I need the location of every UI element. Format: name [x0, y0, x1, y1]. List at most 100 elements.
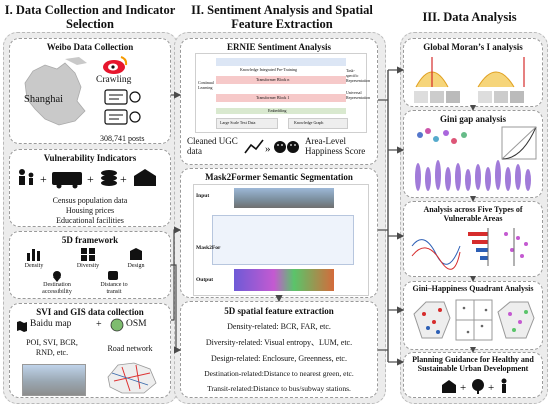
chart-to-emoji-icon: »	[244, 139, 299, 155]
fived-item-3: Destination accessibility	[42, 282, 72, 295]
text-data-box	[216, 118, 278, 129]
transformer-block-n	[216, 76, 346, 84]
planning-icons: + +	[442, 378, 507, 394]
universal-rep-label: Universal Representation	[346, 90, 370, 100]
svi-title: SVI and GIS data collection	[36, 307, 144, 317]
embedding-label: Embedding	[268, 108, 287, 113]
knowledge-graph-label: Knowledge Graph	[294, 120, 324, 125]
moran-box: Global Moran’s I analysis	[403, 38, 543, 107]
block-n-label: Transformer Block n	[256, 77, 290, 82]
street-view-image	[22, 364, 86, 396]
svg-text:+: +	[488, 382, 494, 394]
ernie-title: ERNIE Sentiment Analysis	[226, 42, 332, 52]
five-areas-box: Analysis across Five Types of Vulnerable…	[403, 201, 543, 277]
mask2former-box: Mask2Former Semantic Segmentation Input …	[180, 168, 378, 298]
moran-plots	[414, 57, 525, 103]
input-label: Input	[196, 193, 210, 199]
fived-item-1: Diversity	[76, 263, 100, 269]
fived-item-4: Distance to transit	[100, 282, 128, 295]
spatial-item-0: Density-related: BCR, FAR, etc.	[227, 322, 331, 331]
moran-title: Global Moran’s I analysis	[423, 42, 523, 52]
continual-learning-label: Continual Learning	[198, 80, 214, 90]
task-rep-label: Task-specific Representation	[346, 68, 370, 83]
fived-box: 5D framework Density Diversity Design De…	[9, 231, 171, 299]
spatial-item-4: Transit-related:Distance to bus/subway s…	[207, 384, 351, 393]
spatial-item-1: Diversity-related: Visual entropy、LUM, e…	[205, 338, 353, 347]
output-segmented-image	[234, 269, 334, 291]
svg-text:+: +	[120, 172, 127, 186]
text-data-label: Large Scale Text Data	[220, 120, 256, 125]
map-icon	[17, 321, 27, 332]
baidu-label: Baidu map	[30, 319, 72, 329]
destination-icon	[53, 271, 61, 282]
cleaned-ugc-label: Cleaned UGC data	[187, 136, 238, 156]
diversity-icon	[81, 248, 95, 261]
posts-icon	[104, 89, 141, 125]
spatial-item-3: Destination-related:Distance to nearest …	[204, 369, 354, 378]
spatial-title: 5D spatial feature extraction	[224, 306, 334, 316]
vulner-item-1: Housing prices	[65, 206, 115, 215]
transit-icon	[108, 271, 118, 280]
ernie-architecture: Continual Learning Task-specific Represe…	[195, 53, 370, 133]
shanghai-map	[24, 57, 87, 126]
plus-sign: +	[96, 319, 102, 330]
design-icon	[130, 248, 142, 260]
gini-title: Gini gap analysis	[439, 114, 507, 124]
vulner-item-0: Census population data	[52, 196, 128, 205]
mask2former-title: Mask2Former Semantic Segmentation	[205, 172, 353, 182]
weibo-logo-icon	[103, 56, 128, 74]
gini-plots	[415, 126, 537, 191]
road-network-map	[107, 362, 157, 394]
osm-label: OSM	[126, 319, 147, 329]
ernie-box: ERNIE Sentiment Analysis Continual Learn…	[180, 38, 378, 165]
osm-icon	[110, 318, 124, 332]
transformer-block-1	[216, 94, 346, 102]
quadrant-title: Gini–Happiness Quadrant Analysis	[412, 284, 534, 293]
mask2for-label: Mask2For	[196, 245, 221, 251]
column-1-title: I. Data Collection and Indicator Selecti…	[4, 3, 176, 31]
spatial-item-2: Design-related: Enclosure, Greenness, et…	[211, 354, 347, 363]
svi-box: SVI and GIS data collection Baidu map + …	[9, 303, 171, 398]
svi-left-text: POI, SVI, BCR, RND, etc.	[26, 338, 78, 357]
task-layer	[216, 58, 346, 66]
five-areas-title: Analysis across Five Types of Vulnerable…	[423, 205, 523, 223]
knowledge-graph-box	[288, 118, 348, 129]
svg-text:»: »	[265, 143, 271, 155]
knowledge-pretrain-label: Knowledge Integrated Pre-Training	[240, 67, 297, 72]
happiness-score-label: Area-Level Happiness Score	[305, 136, 366, 156]
vulner-item-2: Educational facilities	[56, 216, 124, 225]
segmentation-network	[212, 215, 354, 265]
density-icon	[27, 249, 40, 261]
block-1-label: Transformer Block 1	[256, 95, 290, 100]
planning-box: Planning Guidance for Healthy and Sustai…	[403, 352, 543, 398]
posts-count: 308,741 posts	[100, 134, 145, 143]
gini-box: Gini gap analysis	[403, 110, 543, 198]
svg-text:+: +	[460, 382, 466, 394]
svg-text:+: +	[87, 172, 94, 186]
weibo-title: Weibo Data Collection	[46, 42, 134, 52]
quadrant-box: Gini–Happiness Quadrant Analysis	[403, 281, 543, 350]
column-2-title: II. Sentiment Analysis and Spatial Featu…	[191, 3, 373, 31]
fived-item-0: Density	[24, 263, 44, 269]
input-street-image	[234, 188, 334, 208]
vulnerability-title: Vulnerability Indicators	[43, 153, 137, 163]
five-areas-plots	[411, 228, 528, 270]
svi-right-text: Road network	[107, 344, 153, 353]
svg-text:+: +	[40, 172, 47, 186]
planning-title: Planning Guidance for Healthy and Sustai…	[412, 355, 534, 373]
spatial-box: 5D spatial feature extraction Density-re…	[180, 301, 378, 398]
mask2former-architecture: Input Mask2For Output	[193, 184, 369, 296]
quadrant-plots	[413, 299, 535, 341]
fived-title: 5D framework	[61, 235, 119, 245]
crawling-label: Crawling	[96, 75, 132, 85]
weibo-box: Weibo Data Collection Shanghai Crawling …	[9, 38, 171, 144]
column-3-title: III. Data Analysis	[422, 10, 517, 24]
city-label: Shanghai	[24, 94, 64, 105]
vulnerability-box: Vulnerability Indicators + + + Census po…	[9, 149, 171, 227]
vulnerability-icons: + + +	[19, 169, 156, 189]
embedding-layer	[216, 108, 346, 114]
output-label: Output	[196, 277, 214, 283]
fived-item-2: Design	[127, 263, 145, 269]
